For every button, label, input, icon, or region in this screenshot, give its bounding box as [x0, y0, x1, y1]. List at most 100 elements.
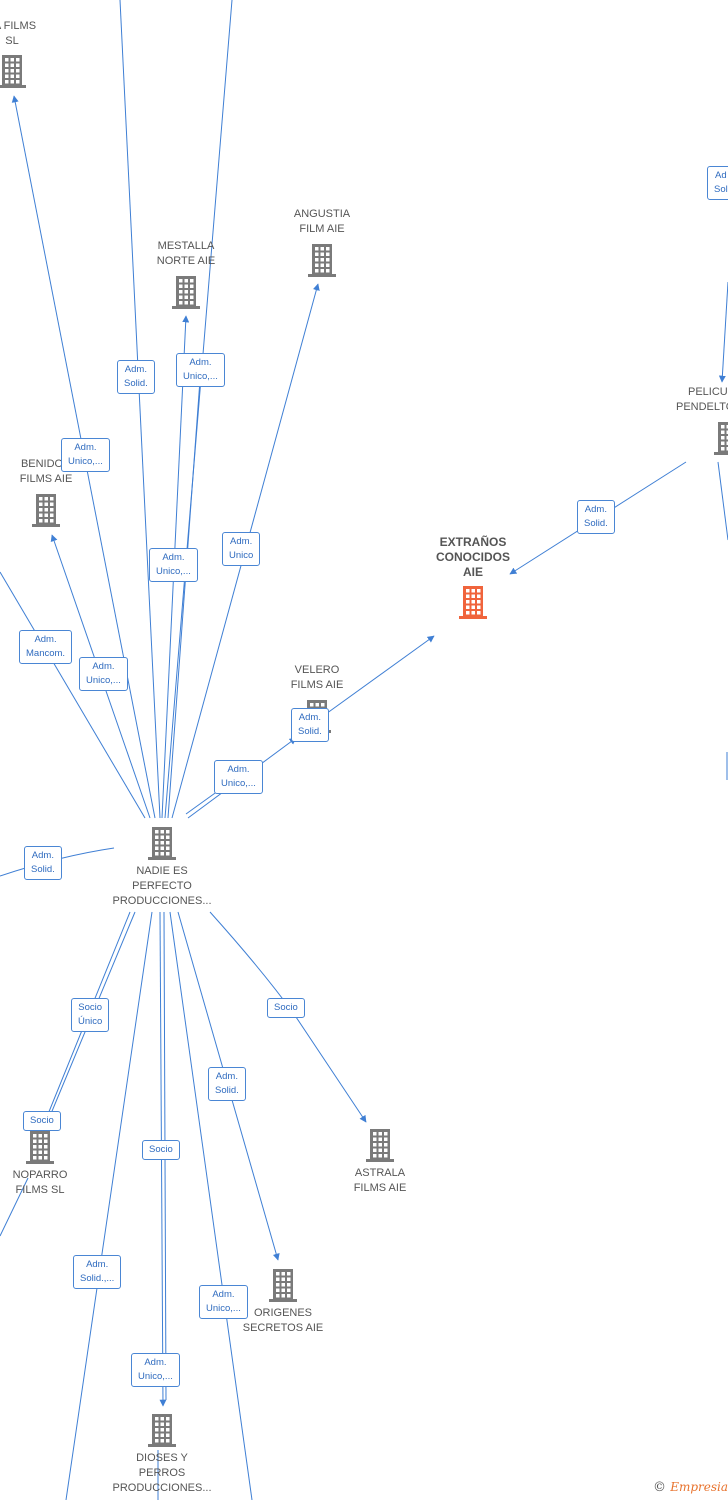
- edge-label-socio[interactable]: Socio: [267, 998, 305, 1018]
- building-icon: [282, 243, 362, 277]
- edge-pelicu-down: [717, 461, 728, 541]
- edge-label-line-1: Adm.: [124, 364, 147, 375]
- edge-label-line-2: Unico,...: [221, 778, 256, 789]
- edge-label-line-2: Unico: [229, 550, 254, 561]
- brand-logo: Empresia: [670, 1480, 728, 1494]
- edge-label-line-2: Solid.: [31, 864, 55, 875]
- node-dioses[interactable]: DIOSES Y PERROS PRODUCCIONES...: [107, 1413, 217, 1496]
- edge-label-line-2: Único: [78, 1016, 103, 1027]
- edge-label-adm-solid[interactable]: Ad Sol: [707, 166, 728, 200]
- node-nadie-name-2: PERFECTO: [132, 880, 192, 892]
- node-mestalla[interactable]: MESTALLA NORTE AIE: [146, 239, 226, 309]
- node-extranos-name-3: AIE: [462, 565, 483, 579]
- node-extranos-name-2: CONOCIDOS: [435, 550, 510, 564]
- edge-label-line-2: Solid.: [584, 518, 608, 529]
- node-nadie[interactable]: NADIE ES PERFECTO PRODUCCIONES...: [107, 826, 217, 909]
- node-dioses-name-1: DIOSES Y: [136, 1452, 188, 1464]
- edge-nadie-top-b: [164, 0, 233, 819]
- edge-label-adm-solid[interactable]: Adm. Solid.: [577, 500, 615, 534]
- edge-label-adm-unico[interactable]: Adm. Unico: [222, 532, 261, 566]
- edge-label-line-1: Adm.: [230, 536, 253, 547]
- node-dioses-name-3: PRODUCCIONES...: [112, 1482, 212, 1494]
- edge-label-line-1: Adm.: [144, 1357, 167, 1368]
- edge-label-line-1: Socio: [30, 1115, 54, 1126]
- node-nadie-name-1: NADIE ES: [136, 865, 188, 877]
- edge-label-line-1: Adm.: [215, 1071, 238, 1082]
- building-icon: [146, 275, 226, 309]
- edge-label-adm-unico[interactable]: Adm. Unico,...: [61, 438, 110, 472]
- edge-nadie-mestalla-b: [167, 379, 201, 819]
- node-angustia-name-1: ANGUSTIA: [293, 208, 351, 220]
- edge-label-line-2: Unico,...: [206, 1303, 241, 1314]
- node-velero-name-2: FILMS AIE: [290, 679, 344, 691]
- edge-label-line-1: Adm.: [86, 1259, 109, 1270]
- edge-nadie-bottom-right: [169, 911, 253, 1500]
- node-extranos[interactable]: EXTRAÑOS CONOCIDOS AIE: [423, 535, 523, 619]
- building-icon: [107, 826, 217, 860]
- node-ta-films-name-2: SL: [5, 35, 19, 47]
- edge-label-socio-unico[interactable]: Socio Único: [71, 998, 110, 1032]
- edge-label-line-1: Adm.: [34, 634, 57, 645]
- node-nadie-name-3: PRODUCCIONES...: [112, 895, 212, 907]
- edge-label-adm-unico[interactable]: Adm. Unico,...: [199, 1285, 248, 1319]
- edge-label-line-2: Solid.: [298, 726, 322, 737]
- node-angustia-name-2: FILM AIE: [299, 223, 345, 235]
- edge-label-line-1: Ad: [715, 170, 727, 181]
- edge-label-line-1: Adm.: [584, 504, 607, 515]
- copyright-symbol: ©: [653, 1480, 667, 1495]
- node-ta-films[interactable]: TA FILMS SL: [0, 19, 52, 88]
- edge-label-adm-solid[interactable]: Adm. Solid.: [24, 846, 62, 880]
- edge-label-adm-solid[interactable]: Adm. Solid.: [291, 708, 329, 742]
- edge-label-adm-unico[interactable]: Adm. Unico,...: [131, 1353, 180, 1387]
- edge-label-line-1: Adm.: [162, 552, 185, 563]
- edge-label-line-2: Unico,...: [86, 675, 121, 686]
- edge-label-line-1: Socio: [149, 1144, 173, 1155]
- edge-label-line-2: Mancom.: [26, 648, 66, 659]
- node-pelicu[interactable]: PELICU PENDELTO: [672, 385, 728, 455]
- node-astrala-name-2: FILMS AIE: [353, 1182, 407, 1194]
- edge-velero-extranos: [311, 635, 435, 725]
- building-icon: [423, 585, 523, 619]
- edge-label-socio[interactable]: Socio: [23, 1111, 61, 1131]
- node-benidor[interactable]: BENIDOR FILMS AIE: [6, 457, 86, 527]
- building-icon: [6, 493, 86, 527]
- edge-label-adm-unico[interactable]: Adm. Unico,...: [176, 353, 225, 387]
- copyright-footer: © Empresia: [653, 1480, 728, 1495]
- edge-label-adm-unico[interactable]: Adm. Unico,...: [214, 760, 263, 794]
- edge-label-socio[interactable]: Socio: [142, 1140, 180, 1160]
- node-pelicu-name-1: PELICU: [688, 386, 728, 398]
- node-noparro-name-1: NOPARRO: [12, 1169, 68, 1181]
- building-icon: [704, 421, 728, 455]
- edge-label-line-2: Solid.: [124, 378, 148, 389]
- edge-label-line-1: Adm.: [298, 712, 321, 723]
- node-astrala-name-1: ASTRALA: [354, 1167, 406, 1179]
- building-icon: [233, 1268, 333, 1302]
- node-noparro[interactable]: NOPARRO FILMS SL: [0, 1130, 80, 1198]
- edge-label-adm-unico[interactable]: Adm. Unico,...: [79, 657, 128, 691]
- edge-label-line-1: Socio: [78, 1002, 103, 1013]
- edge-label-adm-solid[interactable]: Adm. Solid.: [117, 360, 155, 394]
- edge-nadie-bottom-left: [65, 911, 153, 1500]
- edge-label-line-1: Adm.: [189, 357, 212, 368]
- node-origenes[interactable]: ORIGENES SECRETOS AIE: [233, 1268, 333, 1336]
- building-icon: [107, 1413, 217, 1447]
- node-angustia[interactable]: ANGUSTIA FILM AIE: [282, 207, 362, 277]
- edge-label-line-2: Solid.: [215, 1085, 239, 1096]
- node-origenes-name-2: SECRETOS AIE: [242, 1322, 324, 1334]
- building-icon: [0, 54, 52, 88]
- edge-label-line-2: Sol: [714, 184, 728, 195]
- edge-label-adm-mancom[interactable]: Adm. Mancom.: [19, 630, 73, 664]
- edge-label-line-1: Adm.: [74, 442, 97, 453]
- edge-label-adm-solid[interactable]: Adm. Solid.,...: [73, 1255, 122, 1289]
- node-extranos-name-1: EXTRAÑOS: [439, 535, 507, 549]
- edge-label-line-1: Adm.: [92, 661, 115, 672]
- edge-label-adm-solid[interactable]: Adm. Solid.: [208, 1067, 246, 1101]
- node-astrala[interactable]: ASTRALA FILMS AIE: [340, 1128, 420, 1196]
- node-mestalla-name-2: NORTE AIE: [156, 255, 216, 267]
- node-mestalla-name-1: MESTALLA: [157, 240, 215, 252]
- edge-noparro-left: [0, 1177, 29, 1237]
- edge-label-adm-unico[interactable]: Adm. Unico,...: [149, 548, 198, 582]
- node-pelicu-name-2: PENDELTO: [676, 401, 728, 413]
- node-ta-films-name-1: TA FILMS: [0, 20, 37, 32]
- node-noparro-name-2: FILMS SL: [15, 1184, 65, 1196]
